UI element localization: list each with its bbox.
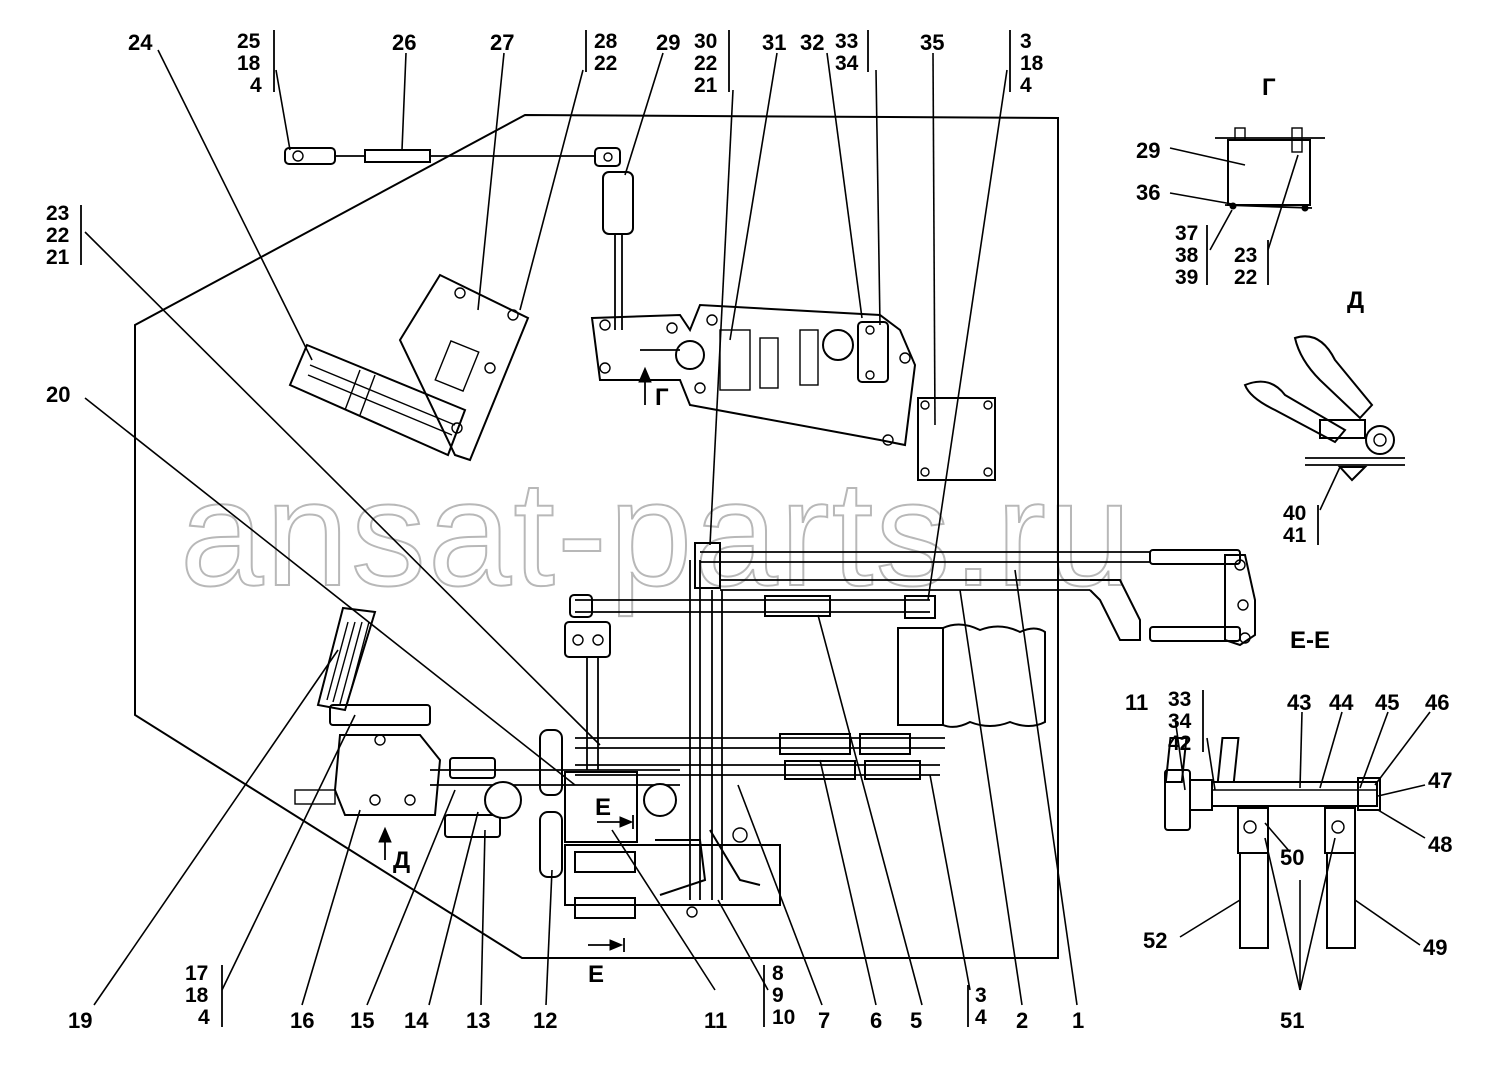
callout-27: 27 <box>490 30 514 55</box>
callout-22b: 22 <box>694 52 717 75</box>
view-d-callout-40: 40 <box>1283 502 1306 525</box>
callout-21b: 21 <box>46 246 70 269</box>
turnbuckle-rod-5 <box>569 594 936 619</box>
section-e-callout-52: 52 <box>1143 928 1167 953</box>
view-arrow-g: Г <box>638 366 669 411</box>
cylinder-29 <box>602 171 634 330</box>
accelerator-pedal <box>294 606 442 816</box>
callout-33: 33 <box>835 30 858 53</box>
callout-18: 18 <box>237 52 261 75</box>
section-e-callout-49: 49 <box>1423 935 1447 960</box>
section-arrow-e: Е Е <box>588 794 634 988</box>
callout-34: 34 <box>835 52 859 75</box>
callout-4b: 4 <box>1020 74 1032 97</box>
cover-plate-35 <box>917 397 996 481</box>
callout-23: 23 <box>46 202 69 225</box>
section-e-title: Е-Е <box>1290 627 1330 654</box>
callout-19: 19 <box>68 1008 92 1033</box>
callout-32: 32 <box>800 30 824 55</box>
callout-35: 35 <box>920 30 944 55</box>
callout-26: 26 <box>392 30 416 55</box>
view-g-callout-29: 29 <box>1136 138 1160 163</box>
view-g-callout-36: 36 <box>1136 180 1160 205</box>
callout-9: 9 <box>772 984 784 1007</box>
callout-6: 6 <box>870 1008 882 1033</box>
callout-18b: 18 <box>1020 52 1044 75</box>
callout-24: 24 <box>128 30 153 55</box>
callout-12: 12 <box>533 1008 557 1033</box>
callout-16: 16 <box>290 1008 314 1033</box>
callout-29: 29 <box>656 30 680 55</box>
callout-11: 11 <box>704 1008 727 1033</box>
cab-floor-outline <box>134 113 1059 959</box>
view-g-callout-39: 39 <box>1175 266 1198 289</box>
section-e-callout-11: 11 <box>1125 690 1148 715</box>
callout-7: 7 <box>818 1008 830 1033</box>
callout-15: 15 <box>350 1008 374 1033</box>
callout-18c: 18 <box>185 984 209 1007</box>
control-plate-assembly <box>590 303 917 447</box>
callout-30: 30 <box>694 30 717 53</box>
section-e-callout-42: 42 <box>1168 732 1191 755</box>
callout-31: 31 <box>762 30 786 55</box>
view-d-detail: Д <box>1243 287 1405 545</box>
view-g-callout-37: 37 <box>1175 222 1198 245</box>
valve-unit <box>539 729 781 919</box>
section-e-callout-45: 45 <box>1375 690 1399 715</box>
view-g-callout-23: 23 <box>1234 244 1257 267</box>
callout-group-bars <box>80 30 1011 1027</box>
watermark: ansat-parts.ru <box>180 449 1133 617</box>
bracket-upper <box>564 621 611 770</box>
callout-3b: 3 <box>975 984 987 1007</box>
cab-cylinder <box>897 623 1046 728</box>
callout-22: 22 <box>594 52 617 75</box>
callout-4d: 4 <box>975 1006 987 1029</box>
callout-3: 3 <box>1020 30 1032 53</box>
callout-14: 14 <box>404 1008 429 1033</box>
section-arrow-e-label: Е <box>595 794 611 821</box>
leader-lines <box>84 49 1078 1006</box>
view-g-title: Г <box>1262 74 1276 101</box>
section-e-callout-46: 46 <box>1425 690 1449 715</box>
view-arrow-g-label: Г <box>655 384 669 411</box>
section-e-callout-34: 34 <box>1168 710 1192 733</box>
callout-25: 25 <box>237 30 261 53</box>
view-g-callout-22: 22 <box>1234 266 1257 289</box>
callout-17: 17 <box>185 962 208 985</box>
section-e-callout-51: 51 <box>1280 1008 1304 1033</box>
section-e-callout-44: 44 <box>1329 690 1354 715</box>
callout-4c: 4 <box>198 1006 210 1029</box>
callout-5: 5 <box>910 1008 922 1033</box>
view-g-detail: Г <box>1169 74 1325 285</box>
callout-1: 1 <box>1072 1008 1084 1033</box>
lower-turnbuckle-rods <box>575 733 945 780</box>
view-d-title: Д <box>1347 287 1364 314</box>
section-e-detail: Е-Е <box>1164 627 1431 991</box>
view-arrow-d-label: Д <box>393 847 410 874</box>
pedal-shaft <box>430 757 680 838</box>
callout-20: 20 <box>46 382 70 407</box>
section-e-callout-48: 48 <box>1428 832 1452 857</box>
callout-21: 21 <box>694 74 718 97</box>
callout-28: 28 <box>594 30 618 53</box>
callout-4: 4 <box>250 74 262 97</box>
callout-13: 13 <box>466 1008 490 1033</box>
section-e-callout-43: 43 <box>1287 690 1311 715</box>
section-e-callout-33: 33 <box>1168 688 1191 711</box>
view-g-callout-38: 38 <box>1175 244 1199 267</box>
view-arrow-d: Д <box>378 826 410 874</box>
callout-8: 8 <box>772 962 784 985</box>
upper-rods <box>694 542 1256 647</box>
pedal-plate-assembly <box>288 273 530 462</box>
section-bottom-e-label: Е <box>588 961 604 988</box>
control-rod-26 <box>284 147 621 167</box>
callout-22c: 22 <box>46 224 69 247</box>
view-d-callout-41: 41 <box>1283 524 1307 547</box>
section-e-callout-50: 50 <box>1280 845 1304 870</box>
section-e-callout-47: 47 <box>1428 768 1452 793</box>
callout-2: 2 <box>1016 1008 1028 1033</box>
callout-10: 10 <box>772 1006 795 1029</box>
